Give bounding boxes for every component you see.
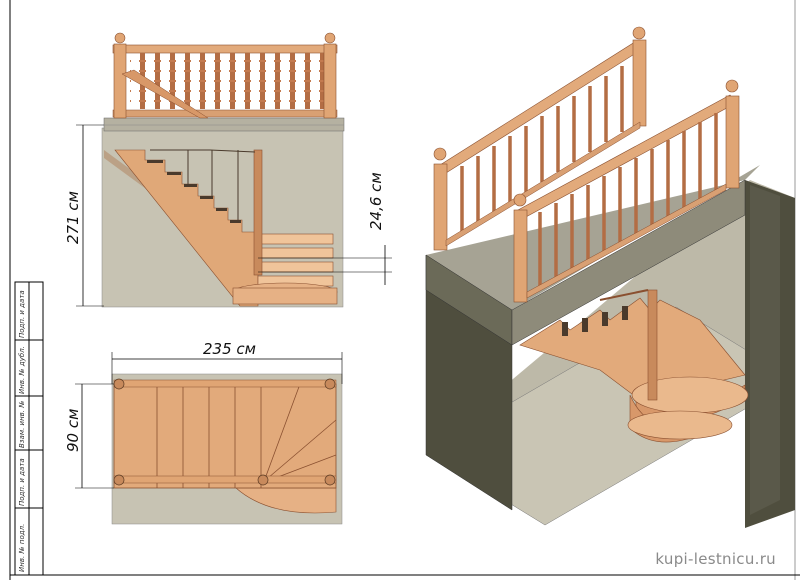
length-dimension: 235 см: [111, 340, 343, 384]
width-dimension: 90 см: [64, 383, 114, 489]
iso-back-railing: [433, 26, 647, 251]
riser-dimension: 24,6 см: [258, 172, 392, 285]
title-block-cell-4: Подп. и дата: [18, 458, 26, 506]
height-dimension-label: 271 см: [64, 191, 82, 244]
width-dimension-label: 90 см: [64, 409, 82, 452]
title-block-cell-2: Инв. № дубл.: [18, 346, 26, 394]
front-railing: [112, 32, 338, 119]
length-dimension-label: 235 см: [203, 340, 256, 358]
height-dimension: 271 см: [64, 124, 104, 307]
plan-landing-curve: [235, 487, 337, 514]
iso-stair-flight: [519, 289, 749, 443]
plan-treads: [113, 378, 337, 489]
front-view: 271 см 24,6 см: [64, 32, 392, 308]
riser-dimension-label: 24,6 см: [367, 172, 385, 230]
title-block: Подп. и дата Инв. № дубл. Взам. инв. № П…: [14, 281, 44, 576]
front-stair-flight: [104, 149, 338, 307]
site-watermark: kupi-lestnicu.ru: [655, 550, 776, 568]
plan-view: 235 см 90 см: [64, 340, 343, 525]
title-block-cell-3: Взам. инв. №: [18, 400, 26, 448]
title-block-cell-5: Инв. № подл.: [18, 524, 26, 572]
isometric-view: [425, 26, 796, 528]
title-block-cell-1: Подп. и дата: [18, 290, 26, 338]
iso-front-railing: [513, 79, 740, 303]
